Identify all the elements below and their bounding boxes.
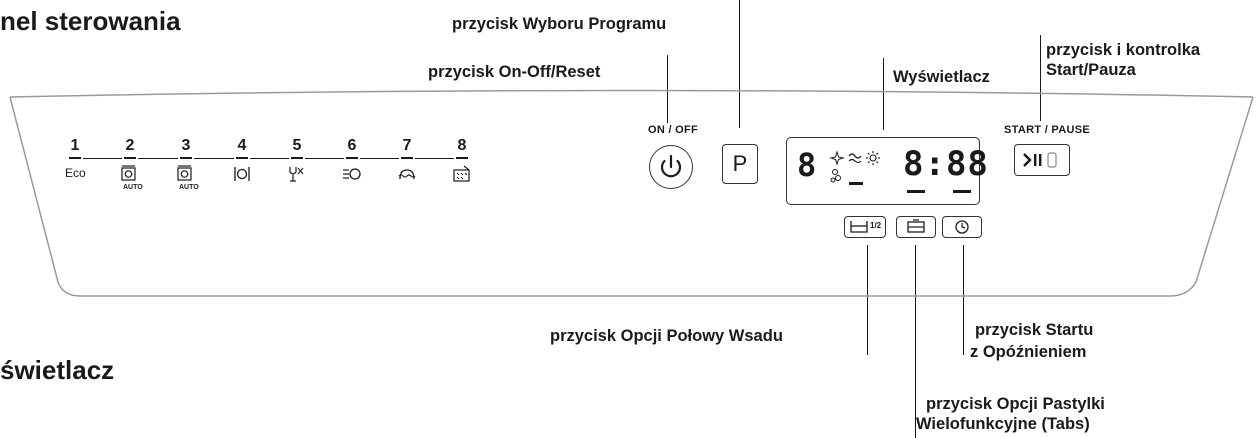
- program-number-underline: [346, 157, 358, 159]
- program-number-2: 2: [125, 137, 135, 154]
- program-number-underline: [69, 157, 81, 159]
- display-time: 8:88: [903, 144, 989, 184]
- power-icon: [660, 154, 682, 178]
- delay-start-button[interactable]: [942, 216, 982, 238]
- program-connector-line: [83, 158, 122, 159]
- program-number-4: 4: [237, 137, 247, 154]
- tabs-callout-line2: Wielofunkcyjne (Tabs): [916, 415, 1090, 433]
- start-pause-led: [1047, 152, 1057, 168]
- half-load-icon: [850, 221, 868, 233]
- program-auto-label: AUTO: [179, 184, 199, 191]
- display-callout: Wyświetlacz: [893, 68, 990, 86]
- program-connector-line: [305, 158, 344, 159]
- quick-wash-icon[interactable]: [341, 164, 363, 184]
- tabs-callout-line1: przycisk Opcji Pastylki: [926, 395, 1105, 413]
- onoff-button[interactable]: [649, 145, 693, 189]
- display-section-title: świetlacz: [0, 355, 115, 385]
- panel-title: nel sterowania: [0, 6, 181, 36]
- half-load-callout: przycisk Opcji Połowy Wsadu: [550, 327, 783, 345]
- display-indicator-icons: [829, 150, 880, 185]
- program-number-underline: [124, 157, 136, 159]
- display-time-underline-2: [953, 190, 971, 193]
- program-connector-line: [360, 158, 399, 159]
- prewash-icon[interactable]: [451, 164, 473, 184]
- tabs-leader: [915, 245, 916, 438]
- program-number-3: 3: [181, 137, 191, 154]
- program-number-underline: [236, 157, 248, 159]
- half-load-leader: [867, 245, 868, 355]
- sparkle-icon: [829, 150, 845, 166]
- display-window: 8 8:88: [786, 137, 988, 205]
- onoff-button-leader: [667, 55, 668, 123]
- program-button-callout: przycisk Wyboru Programu: [452, 15, 667, 33]
- start-pause-callout-line2: Start/Pauza: [1046, 61, 1136, 79]
- program-connector-line: [138, 158, 178, 159]
- program-number-underline: [180, 157, 192, 159]
- display-program-digit: 8: [797, 146, 817, 184]
- program-number-underline: [401, 157, 413, 159]
- tabs-icon: [907, 219, 925, 233]
- program-auto-label: AUTO: [123, 184, 143, 191]
- half-load-button[interactable]: 1/2: [844, 216, 886, 238]
- program-number-underline: [456, 157, 468, 159]
- program-connector-line: [250, 158, 289, 159]
- program-number-5: 5: [292, 137, 302, 154]
- play-pause-icon: [1023, 152, 1057, 168]
- glasses-icon[interactable]: [286, 164, 308, 184]
- auto-wash-icon[interactable]: [119, 164, 141, 184]
- program-label-eco: Eco: [65, 166, 86, 180]
- clock-icon: [955, 220, 969, 234]
- display-time-underline-1: [907, 190, 925, 193]
- program-button-leader: [739, 0, 740, 128]
- soak-icon[interactable]: [396, 164, 418, 184]
- start-pause-label: START / PAUSE: [1004, 124, 1090, 136]
- half-load-mark: 1/2: [870, 221, 882, 230]
- start-pause-callout-line1: przycisk i kontrolka: [1046, 41, 1201, 59]
- delay-start-callout-line2: z Opóźnieniem: [970, 343, 1087, 361]
- start-pause-button[interactable]: [1014, 144, 1070, 176]
- onoff-label: ON / OFF: [648, 124, 699, 136]
- salt-icon: [830, 169, 841, 183]
- onoff-button-callout: przycisk On-Off/Reset: [428, 63, 601, 81]
- program-number-7: 7: [402, 137, 412, 154]
- dishes-icon[interactable]: [231, 164, 253, 184]
- tabs-option-button[interactable]: [896, 216, 936, 238]
- start-pause-leader: [1040, 35, 1041, 121]
- display-leader: [883, 58, 884, 130]
- program-number-1: 1: [70, 137, 80, 154]
- delay-start-leader: [963, 245, 964, 355]
- program-number-underline: [291, 157, 303, 159]
- program-number-8: 8: [457, 137, 467, 154]
- program-connector-line: [194, 158, 234, 159]
- program-number-6: 6: [347, 137, 357, 154]
- program-button[interactable]: P: [722, 144, 758, 184]
- sun-icon: [866, 151, 880, 165]
- delay-start-callout-line1: przycisk Startu: [975, 321, 1094, 339]
- auto-wash-icon[interactable]: [175, 164, 197, 184]
- rinse-aid-icon: [848, 153, 862, 164]
- program-connector-line: [415, 158, 454, 159]
